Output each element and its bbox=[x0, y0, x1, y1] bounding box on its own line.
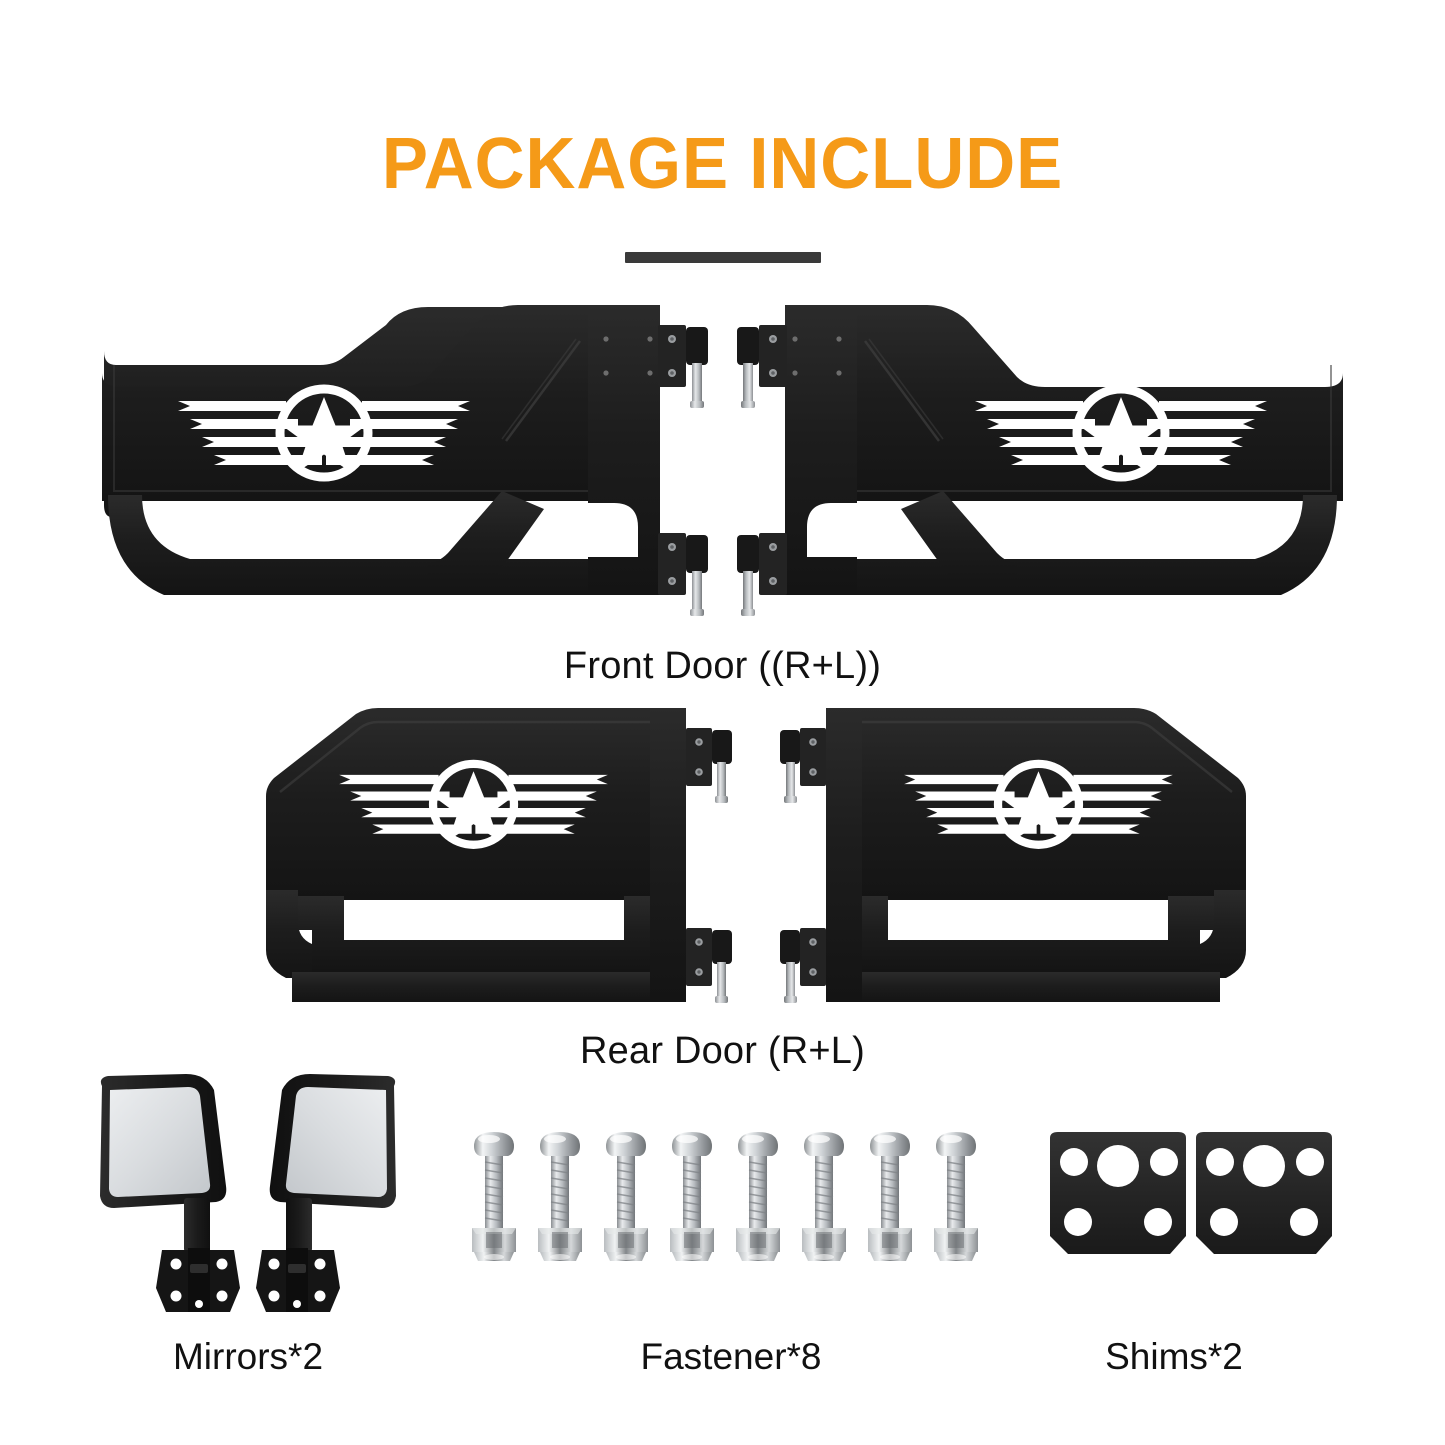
mirror-left bbox=[100, 1074, 240, 1312]
mirrors-caption: Mirrors*2 bbox=[172, 1336, 324, 1377]
fasteners-group bbox=[466, 1122, 996, 1282]
mirrors-group bbox=[88, 1068, 408, 1318]
hinge-top bbox=[686, 728, 732, 803]
title-divider bbox=[624, 252, 821, 263]
hinge-bottom bbox=[686, 928, 732, 1003]
shims-caption: Shims*2 bbox=[1105, 1336, 1243, 1377]
rear-door-caption: Rear Door (R+L) bbox=[580, 1030, 865, 1072]
fastener-1 bbox=[471, 1131, 517, 1262]
fasteners-caption: Fastener*8 bbox=[640, 1336, 822, 1377]
rear-door-left bbox=[252, 700, 752, 1010]
fastener-7 bbox=[867, 1131, 913, 1262]
front-door-caption: Front Door ((R+L)) bbox=[563, 645, 882, 687]
front-door-group bbox=[0, 295, 1445, 625]
page-header: PACKAGE INCLUDE bbox=[0, 0, 1445, 263]
hinge-top bbox=[780, 728, 826, 803]
fastener-5 bbox=[735, 1131, 781, 1262]
star-wings-emblem bbox=[339, 759, 608, 849]
star-wings-emblem bbox=[904, 759, 1173, 849]
hinge-top bbox=[658, 325, 708, 408]
hinge-bottom bbox=[780, 928, 826, 1003]
star-wings-emblem bbox=[178, 384, 470, 482]
fastener-6 bbox=[801, 1131, 847, 1262]
fastener-4 bbox=[669, 1131, 715, 1262]
fastener-8 bbox=[933, 1131, 979, 1262]
page-title: PACKAGE INCLUDE bbox=[381, 124, 1064, 204]
hinge-top bbox=[737, 325, 787, 408]
mirror-right bbox=[256, 1074, 396, 1312]
fastener-3 bbox=[603, 1131, 649, 1262]
shim-right bbox=[1196, 1132, 1332, 1254]
front-door-left bbox=[98, 295, 758, 625]
hinge-bottom bbox=[737, 533, 787, 616]
hinge-bottom bbox=[658, 533, 708, 616]
front-door-right bbox=[687, 295, 1347, 625]
fastener-2 bbox=[537, 1131, 583, 1262]
rear-door-group bbox=[0, 700, 1445, 1010]
star-wings-emblem bbox=[975, 384, 1267, 482]
shims-group bbox=[1044, 1122, 1332, 1272]
shim-left bbox=[1050, 1132, 1186, 1254]
rear-door-right bbox=[760, 700, 1260, 1010]
